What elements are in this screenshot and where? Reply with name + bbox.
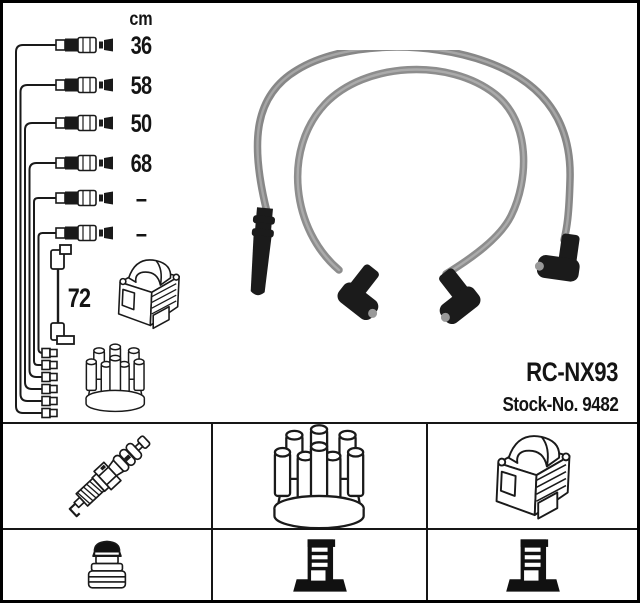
cables-photo: [250, 50, 585, 329]
length-unit-label: cm: [129, 9, 153, 30]
legend-cell-distributor-cap: [213, 424, 428, 530]
lead-length-label-1: 36: [130, 32, 152, 60]
lead-length-diagram: [15, 36, 180, 419]
angled-boot-far-right: [533, 229, 585, 283]
ignition-coil-drawing: [117, 259, 180, 330]
part-model-label: RC-NX93: [526, 357, 618, 387]
legend-cell-ignition-coil: [428, 424, 637, 530]
cable-strands: [253, 50, 574, 278]
plug-terminal-nut-icon: [87, 540, 127, 589]
socket-connector-icon: [505, 538, 560, 592]
lead-wires: [15, 44, 56, 414]
lead-connectors: [55, 36, 113, 242]
legend-cell-spark-plug: [3, 424, 213, 530]
lead-length-label-2: 58: [130, 72, 152, 100]
ignition-coil-icon: [495, 435, 570, 520]
lead-length-label-4: 68: [130, 150, 152, 178]
cap-end-stubs: [41, 347, 58, 419]
lead-length-dash-6: –: [135, 220, 147, 248]
legend-cell-socket-1: [213, 530, 428, 600]
legend-grid: [3, 422, 637, 600]
lead-length-dash-5: –: [135, 185, 147, 213]
distributor-cap-drawing: [85, 343, 146, 413]
coil-lead-length-label: 72: [67, 283, 91, 313]
angled-boot-left: [334, 260, 399, 325]
angled-boot-right: [419, 264, 484, 329]
part-stock-label: Stock-No. 9482: [502, 394, 618, 416]
lead-length-label-3: 50: [130, 110, 152, 138]
socket-connector-icon: [292, 538, 347, 592]
coil-lead-drawing: [50, 244, 75, 345]
straight-boot: [250, 207, 276, 296]
distributor-cap-icon: [272, 424, 365, 528]
legend-cell-terminal-nut: [3, 530, 213, 600]
legend-cell-socket-2: [428, 530, 637, 600]
spark-plug-icon: [60, 429, 156, 521]
